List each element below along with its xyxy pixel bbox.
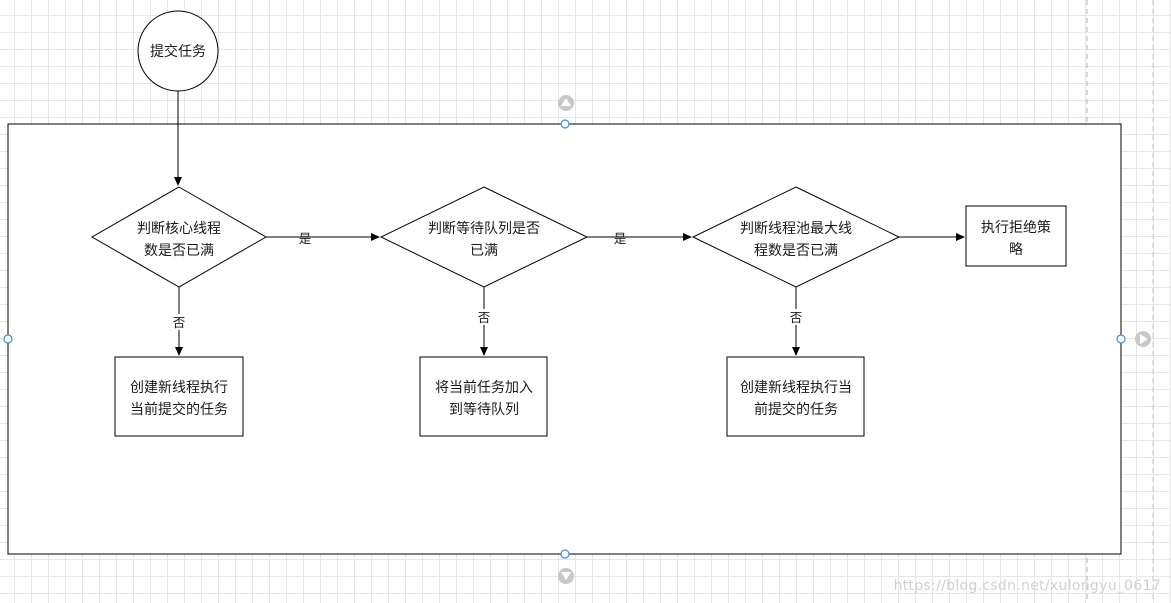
enqueue-task-box[interactable]: 将当前任务加入 到等待队列 <box>419 356 548 437</box>
decision-max-line2: 程数是否已满 <box>754 243 838 259</box>
create-max-line2: 前提交的任务 <box>754 401 838 418</box>
resize-handle-bottom[interactable] <box>560 549 570 559</box>
resize-handle-left[interactable] <box>3 334 13 344</box>
decision-max-threads[interactable]: 判断线程池最大线 程数是否已满 <box>691 186 901 288</box>
create-core-line1: 创建新线程执行 <box>130 380 228 396</box>
decision-queue-line2: 已满 <box>470 243 498 259</box>
arrow-up-control-icon[interactable] <box>558 95 574 111</box>
create-core-thread-box[interactable]: 创建新线程执行 当前提交的任务 <box>114 356 244 437</box>
arrow-down-control-icon[interactable] <box>558 568 574 584</box>
resize-handle-right[interactable] <box>1116 334 1126 344</box>
selection-container[interactable] <box>7 123 1122 555</box>
start-label: 提交任务 <box>150 43 206 60</box>
yes-label-2: 是 <box>614 231 627 246</box>
reject-line2: 略 <box>1009 242 1023 258</box>
enqueue-line2: 到等待队列 <box>449 401 519 418</box>
decision-core-line2: 数是否已满 <box>144 243 214 259</box>
no-label-3: 否 <box>790 310 803 325</box>
decision-core-line1: 判断核心线程 <box>137 221 221 237</box>
arrow-right-control-icon[interactable] <box>1135 331 1151 347</box>
create-core-line2: 当前提交的任务 <box>130 401 228 418</box>
decision-core-threads[interactable]: 判断核心线程 数是否已满 <box>90 186 268 288</box>
watermark: https://blog.csdn.net/xulongyu_0617 <box>893 578 1161 594</box>
create-max-line1: 创建新线程执行当 <box>740 380 852 396</box>
no-label-2: 否 <box>478 310 491 325</box>
decision-queue-full[interactable]: 判断等待队列是否 已满 <box>379 186 589 288</box>
create-max-thread-box[interactable]: 创建新线程执行当 前提交的任务 <box>726 356 865 437</box>
decision-queue-line1: 判断等待队列是否 <box>428 220 540 237</box>
resize-handle-top[interactable] <box>560 119 570 129</box>
reject-line1: 执行拒绝策 <box>981 219 1051 236</box>
no-label-1: 否 <box>173 315 186 330</box>
start-node[interactable]: 提交任务 <box>137 10 219 92</box>
yes-label-1: 是 <box>299 231 312 246</box>
reject-policy-box[interactable]: 执行拒绝策 略 <box>965 205 1067 267</box>
enqueue-line1: 将当前任务加入 <box>435 379 533 396</box>
decision-max-line1: 判断线程池最大线 <box>740 221 852 237</box>
